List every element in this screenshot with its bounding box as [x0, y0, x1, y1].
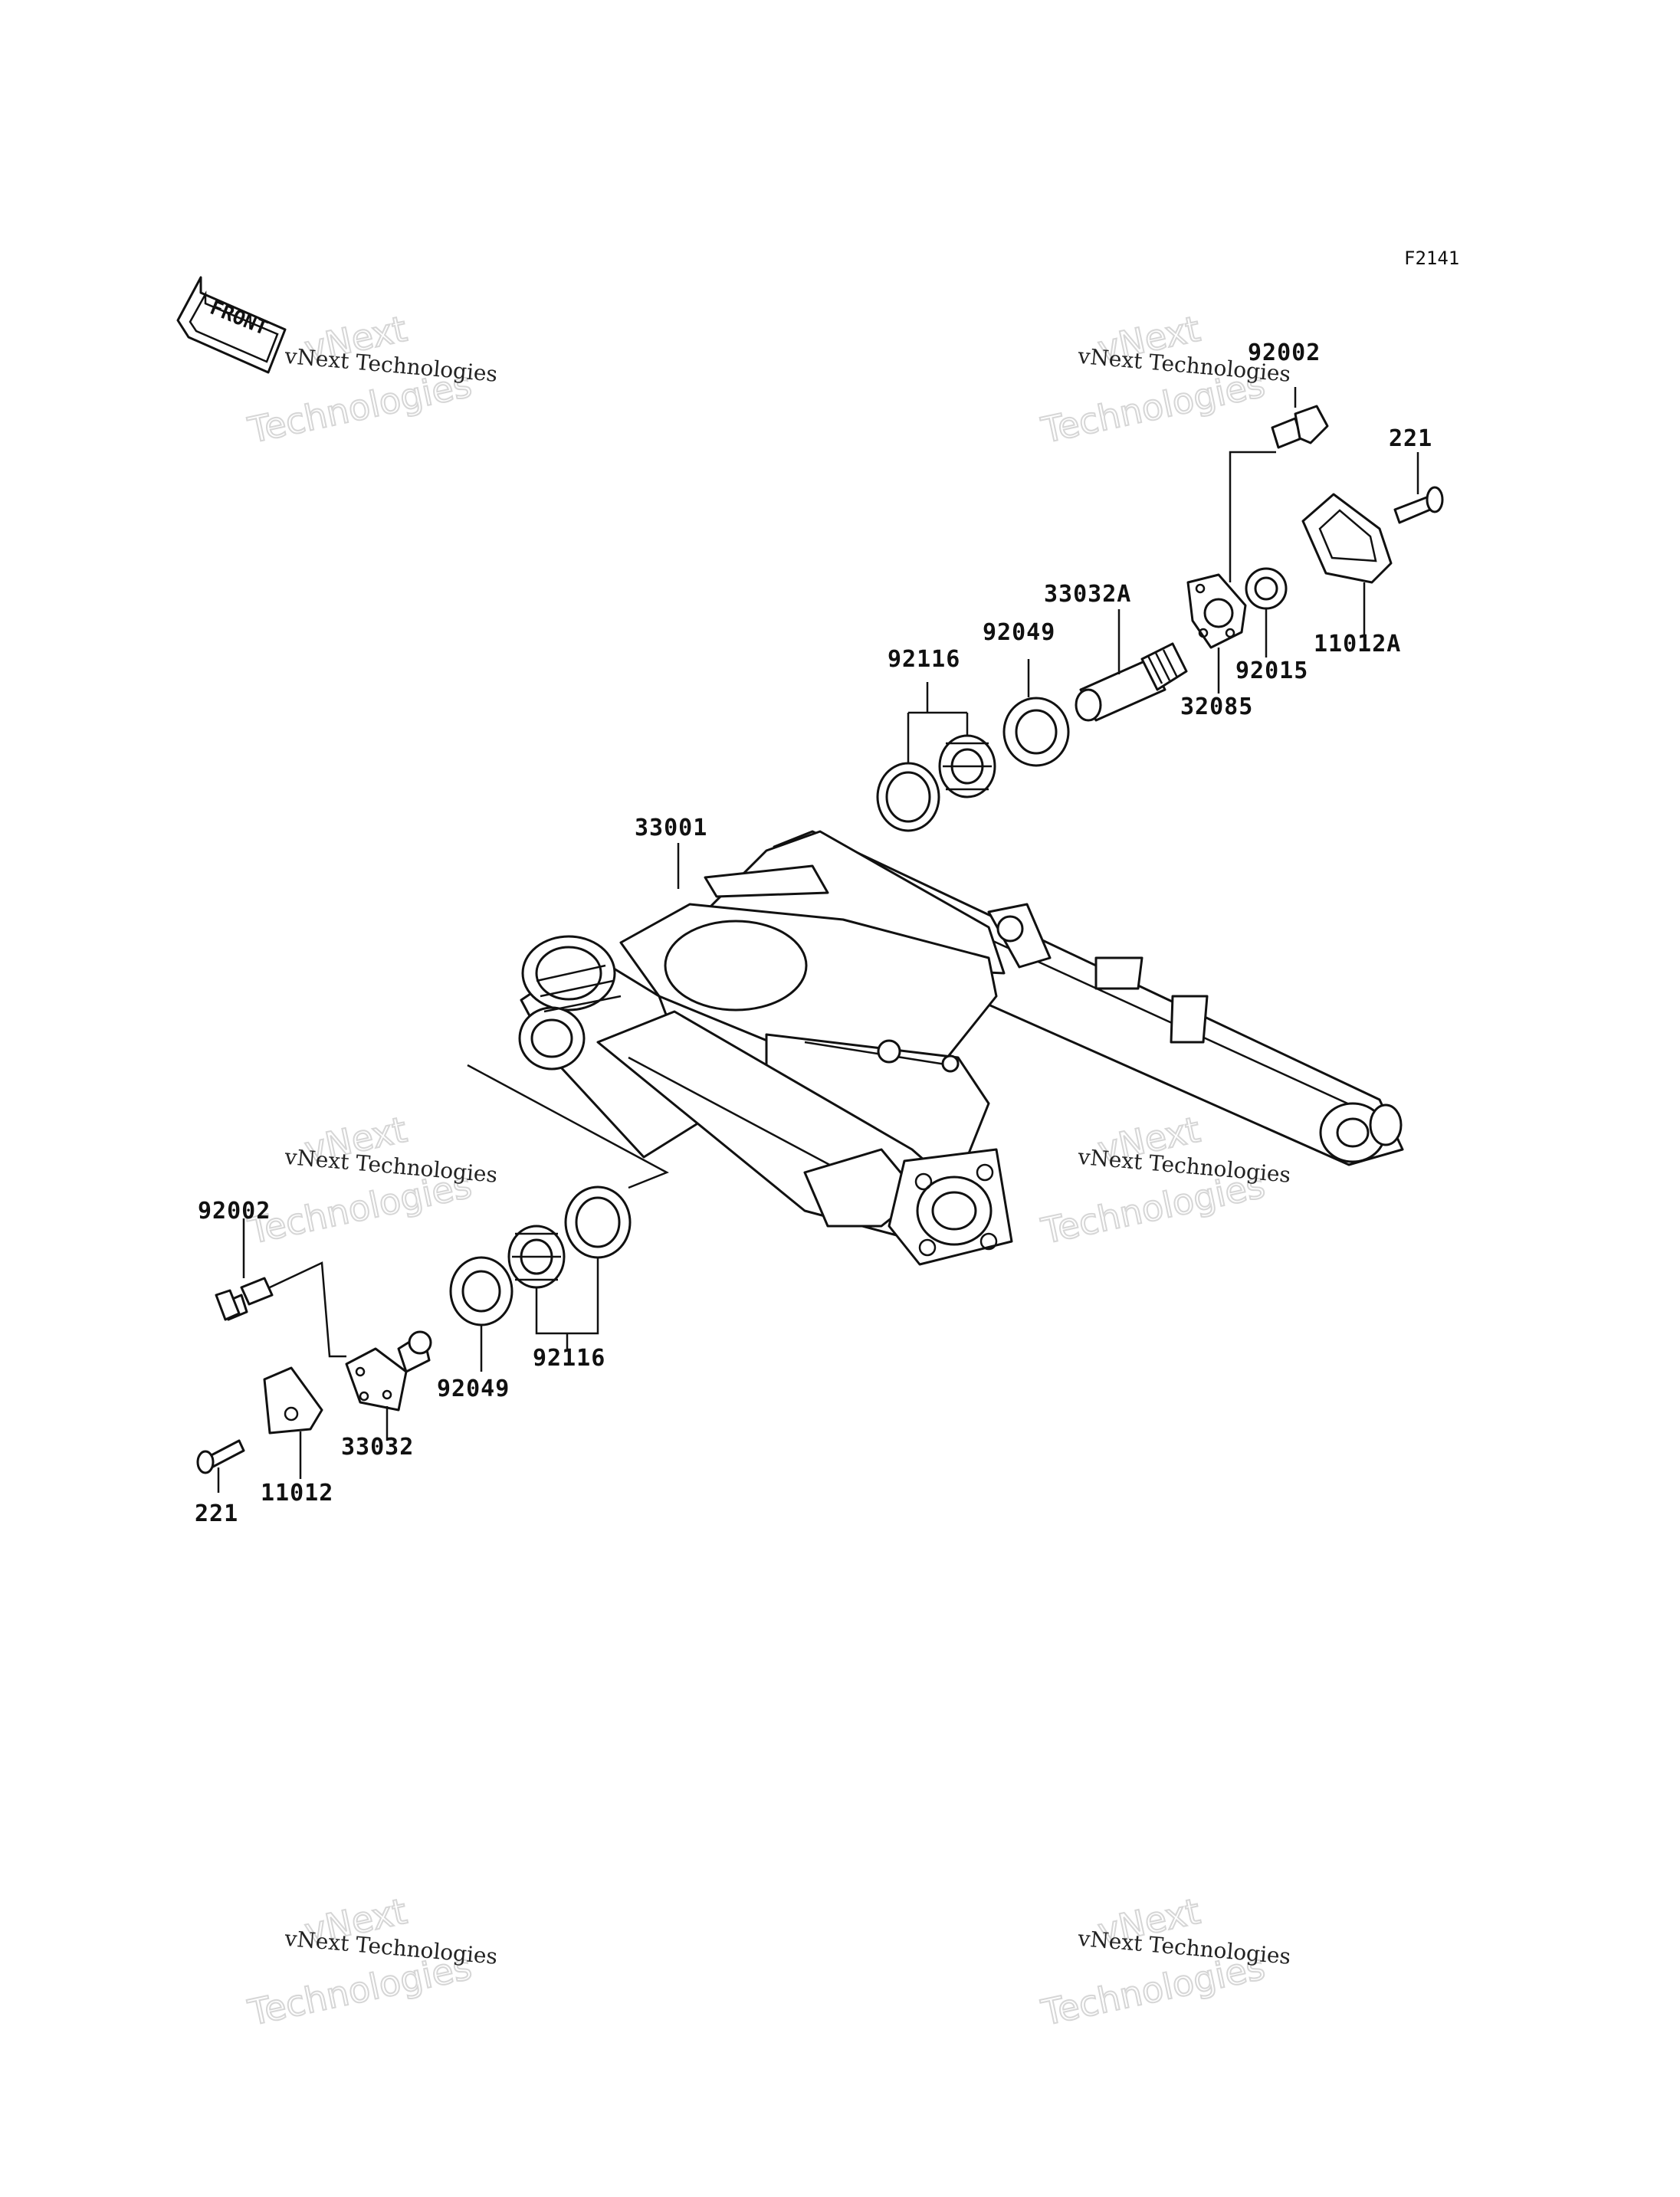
- label-33001: 33001: [635, 815, 707, 841]
- swingarm-33001: [518, 830, 1404, 1266]
- watermark-bottom-right: vNext Technologies vNext Technologies: [1037, 1890, 1292, 2035]
- label-11012: 11012: [261, 1480, 333, 1507]
- label-92049-top: 92049: [983, 619, 1055, 646]
- seal-92049-top: [1002, 697, 1070, 767]
- label-33032: 33032: [341, 1434, 414, 1461]
- shaft-33032: [345, 1330, 432, 1412]
- bearing-92116-top: [876, 734, 996, 832]
- label-92002-top: 92002: [1248, 339, 1321, 366]
- bearing-92116-bottom: [507, 1185, 632, 1289]
- cover-11012: [263, 1366, 323, 1435]
- front-arrow-icon: FRONT: [176, 276, 287, 374]
- nut-92015: [1245, 567, 1288, 610]
- cover-11012A: [1301, 493, 1393, 584]
- label-92049-bottom: 92049: [437, 1376, 510, 1402]
- seal-92049-bottom: [449, 1256, 514, 1326]
- label-221-top: 221: [1389, 425, 1432, 452]
- bolt-92002-bottom: [215, 1277, 274, 1321]
- label-32085: 32085: [1180, 694, 1253, 720]
- watermark-bottom-left: vNext Technologies vNext Technologies: [244, 1890, 499, 2035]
- shaft-33032A: [1075, 642, 1188, 722]
- plate-32085: [1186, 573, 1247, 649]
- watermark-mid-right: vNext Technologies vNext Technologies: [1037, 1108, 1292, 1253]
- screw-221-bottom: [196, 1439, 245, 1474]
- label-92002-bottom: 92002: [198, 1198, 271, 1225]
- watermark-mid-left: vNext Technologies vNext Technologies: [244, 1108, 499, 1253]
- label-92116-bottom: 92116: [533, 1345, 605, 1372]
- bolt-92002-top: [1271, 405, 1329, 449]
- label-221-bottom: 221: [195, 1500, 238, 1527]
- leader-lines: [217, 387, 1419, 1493]
- screw-221-top: [1393, 486, 1444, 524]
- label-92116-top: 92116: [888, 646, 960, 673]
- figure-code: F2141: [1404, 248, 1459, 269]
- watermark-top-right: vNext Technologies vNext Technologies: [1037, 307, 1292, 452]
- label-92015: 92015: [1235, 657, 1308, 684]
- label-11012A: 11012A: [1314, 631, 1401, 657]
- label-33032A: 33032A: [1044, 581, 1131, 608]
